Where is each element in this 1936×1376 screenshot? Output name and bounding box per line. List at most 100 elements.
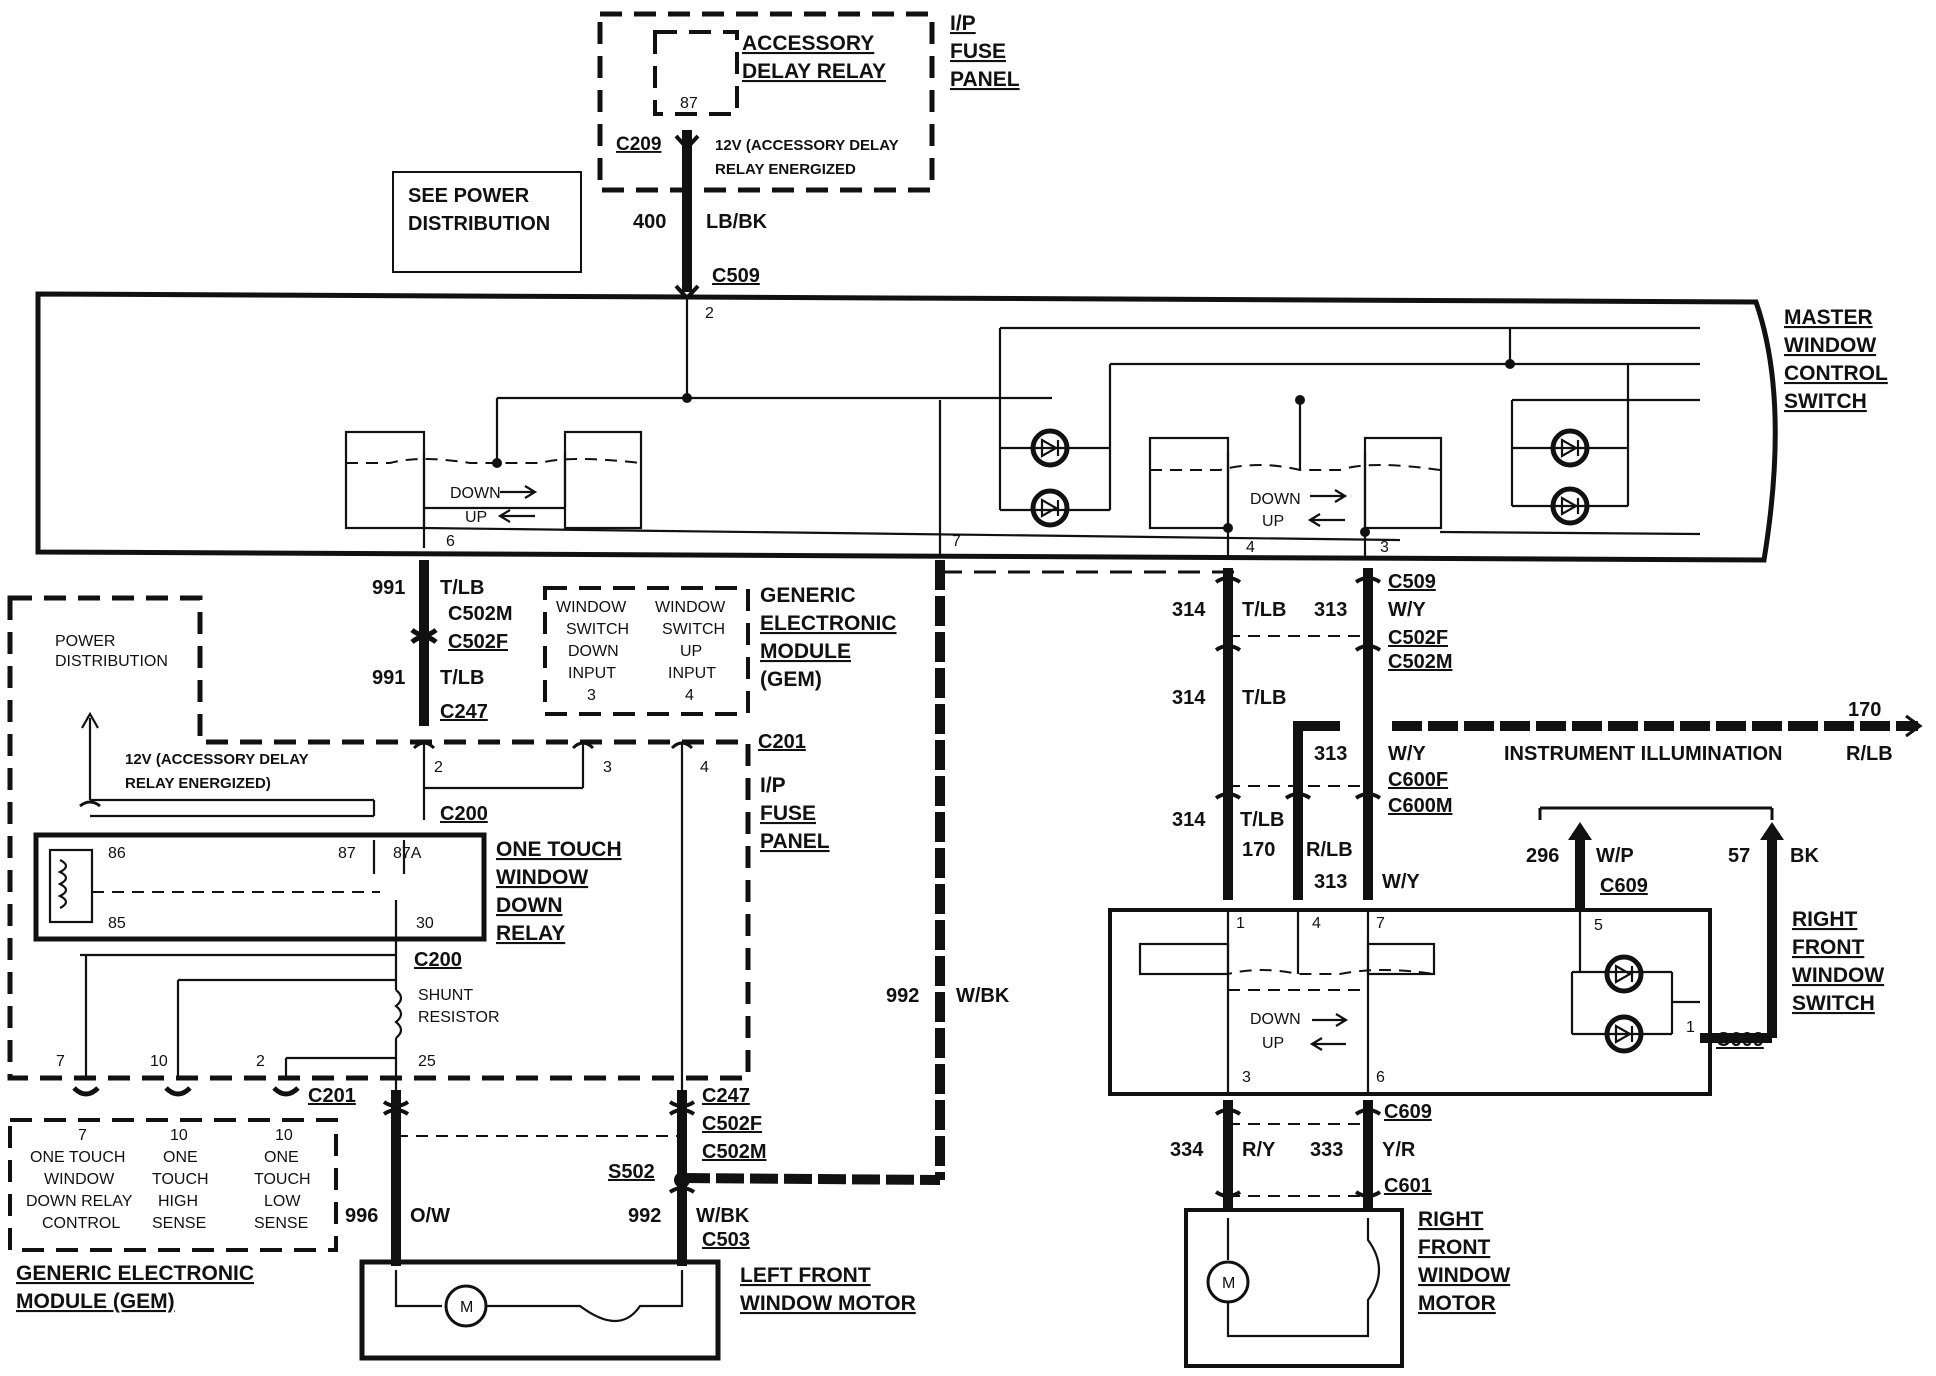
svg-text:DOWN: DOWN bbox=[1250, 491, 1301, 508]
svg-text:T/LB: T/LB bbox=[440, 577, 484, 599]
svg-text:10: 10 bbox=[150, 1053, 168, 1070]
master-window-control-switch: MASTER WINDOW CONTROL SWITCH DOWN UP 2 6 bbox=[35, 291, 1888, 563]
svg-text:ACCESSORY: ACCESSORY bbox=[742, 32, 874, 55]
svg-text:991: 991 bbox=[372, 577, 405, 599]
svg-text:GENERIC: GENERIC bbox=[760, 584, 856, 607]
svg-text:SWITCH: SWITCH bbox=[1792, 992, 1875, 1015]
svg-text:MODULE (GEM): MODULE (GEM) bbox=[16, 1290, 175, 1313]
svg-text:30: 30 bbox=[416, 915, 434, 932]
svg-text:DISTRIBUTION: DISTRIBUTION bbox=[408, 213, 550, 235]
svg-text:RELAY ENERGIZED: RELAY ENERGIZED bbox=[715, 161, 856, 178]
svg-text:12V (ACCESSORY DELAY: 12V (ACCESSORY DELAY bbox=[125, 751, 309, 768]
svg-text:FRONT: FRONT bbox=[1418, 1236, 1490, 1259]
svg-text:10: 10 bbox=[170, 1127, 188, 1144]
svg-text:7: 7 bbox=[56, 1053, 65, 1070]
svg-text:313: 313 bbox=[1314, 743, 1347, 765]
svg-text:C247: C247 bbox=[702, 1085, 750, 1107]
wire-991: 991 T/LB C502M C502F 991 T/LB C247 bbox=[372, 560, 512, 726]
svg-text:M: M bbox=[1222, 1275, 1235, 1292]
svg-text:C600M: C600M bbox=[1388, 795, 1452, 817]
right-switch-wires: 314 T/LB 313 W/Y C509 C502F C502M 314 T/… bbox=[1172, 568, 1452, 900]
svg-text:SENSE: SENSE bbox=[254, 1215, 308, 1232]
svg-text:PANEL: PANEL bbox=[950, 68, 1020, 91]
svg-text:85: 85 bbox=[108, 915, 126, 932]
svg-text:ONE: ONE bbox=[264, 1149, 299, 1166]
svg-text:UP: UP bbox=[680, 643, 702, 660]
svg-text:SHUNT: SHUNT bbox=[418, 987, 473, 1004]
svg-text:C201: C201 bbox=[758, 731, 806, 753]
svg-text:C509: C509 bbox=[712, 265, 760, 287]
svg-text:C502M: C502M bbox=[1388, 651, 1452, 673]
svg-text:T/LB: T/LB bbox=[1242, 599, 1286, 621]
svg-text:4: 4 bbox=[1246, 539, 1255, 556]
svg-text:C209: C209 bbox=[616, 134, 661, 155]
svg-text:ONE TOUCH: ONE TOUCH bbox=[496, 838, 622, 861]
svg-text:UP: UP bbox=[465, 509, 487, 526]
svg-text:4: 4 bbox=[685, 687, 694, 704]
svg-text:RELAY: RELAY bbox=[496, 922, 565, 945]
svg-text:MASTER: MASTER bbox=[1784, 306, 1873, 329]
svg-text:DOWN: DOWN bbox=[568, 643, 619, 660]
svg-text:LB/BK: LB/BK bbox=[706, 211, 768, 233]
svg-text:T/LB: T/LB bbox=[1242, 687, 1286, 709]
accessory-delay-relay-panel: ACCESSORY DELAY RELAY 87 C209 12V (ACCES… bbox=[597, 11, 1020, 193]
svg-text:4: 4 bbox=[1312, 915, 1321, 932]
svg-text:334: 334 bbox=[1170, 1139, 1204, 1161]
wire-992: 992 W/BK bbox=[886, 560, 1240, 1180]
svg-text:6: 6 bbox=[1376, 1069, 1385, 1086]
instrument-illumination-wire: 170 INSTRUMENT ILLUMINATION R/LB bbox=[1392, 699, 1923, 765]
svg-text:TOUCH: TOUCH bbox=[152, 1171, 209, 1188]
svg-text:FUSE: FUSE bbox=[950, 40, 1006, 63]
svg-text:314: 314 bbox=[1172, 687, 1206, 709]
right-front-window-switch: 296 W/P C609 57 BK DOWN UP 1 4 7 5 1 3 6… bbox=[1108, 806, 1884, 1096]
svg-text:C502F: C502F bbox=[1388, 627, 1448, 649]
svg-text:INSTRUMENT ILLUMINATION: INSTRUMENT ILLUMINATION bbox=[1504, 743, 1783, 765]
svg-text:3: 3 bbox=[1380, 539, 1389, 556]
svg-text:6: 6 bbox=[446, 533, 455, 550]
svg-text:C601: C601 bbox=[1384, 1175, 1432, 1197]
svg-text:C200: C200 bbox=[414, 949, 462, 971]
svg-text:C200: C200 bbox=[440, 803, 488, 825]
svg-text:W/BK: W/BK bbox=[696, 1205, 750, 1227]
svg-text:R/LB: R/LB bbox=[1306, 839, 1353, 861]
svg-text:RELAY ENERGIZED): RELAY ENERGIZED) bbox=[125, 775, 271, 792]
svg-text:3: 3 bbox=[1242, 1069, 1251, 1086]
svg-text:2: 2 bbox=[256, 1053, 265, 1070]
svg-text:UP: UP bbox=[1262, 1035, 1284, 1052]
svg-text:WINDOW: WINDOW bbox=[655, 599, 726, 616]
shunt-resistor-block: C200 SHUNT RESISTOR 7 10 2 25 C201 bbox=[56, 949, 500, 1107]
svg-text:CONTROL: CONTROL bbox=[42, 1215, 120, 1232]
svg-text:WINDOW MOTOR: WINDOW MOTOR bbox=[740, 1292, 916, 1315]
svg-text:57: 57 bbox=[1728, 845, 1750, 867]
svg-text:RIGHT: RIGHT bbox=[1418, 1208, 1484, 1231]
svg-text:TOUCH: TOUCH bbox=[254, 1171, 311, 1188]
svg-text:ELECTRONIC: ELECTRONIC bbox=[760, 612, 897, 635]
svg-text:T/LB: T/LB bbox=[440, 667, 484, 689]
svg-text:I/P: I/P bbox=[950, 12, 976, 35]
svg-text:WINDOW: WINDOW bbox=[1418, 1264, 1510, 1287]
svg-text:170: 170 bbox=[1848, 699, 1881, 721]
svg-text:S502: S502 bbox=[608, 1161, 655, 1183]
svg-text:992: 992 bbox=[628, 1205, 661, 1227]
svg-text:170: 170 bbox=[1242, 839, 1275, 861]
svg-text:25: 25 bbox=[418, 1053, 436, 1070]
svg-text:SENSE: SENSE bbox=[152, 1215, 206, 1232]
svg-text:2: 2 bbox=[705, 305, 714, 322]
svg-text:RESISTOR: RESISTOR bbox=[418, 1009, 500, 1026]
svg-text:10: 10 bbox=[275, 1127, 293, 1144]
svg-text:LEFT FRONT: LEFT FRONT bbox=[740, 1264, 871, 1287]
svg-text:DOWN: DOWN bbox=[450, 485, 501, 502]
svg-text:DISTRIBUTION: DISTRIBUTION bbox=[55, 653, 168, 670]
svg-text:7: 7 bbox=[1376, 915, 1385, 932]
left-front-window-motor-circuit: C247 C502F C502M S502 996 O/W 992 W/BK C… bbox=[345, 1085, 941, 1361]
svg-text:WINDOW: WINDOW bbox=[1792, 964, 1884, 987]
svg-text:(GEM): (GEM) bbox=[760, 668, 822, 691]
svg-text:5: 5 bbox=[1594, 917, 1603, 934]
svg-text:2: 2 bbox=[434, 759, 443, 776]
svg-text:ONE: ONE bbox=[163, 1149, 198, 1166]
see-power-distribution-box: SEE POWER DISTRIBUTION bbox=[392, 171, 582, 273]
gem-one-touch-box: 7 ONE TOUCH WINDOW DOWN RELAY CONTROL 10… bbox=[8, 1118, 338, 1313]
svg-text:DOWN: DOWN bbox=[496, 894, 563, 917]
right-front-window-motor-circuit: C609 334 R/Y 333 Y/R C601 M RIGHT FRONT … bbox=[1170, 1100, 1510, 1368]
svg-text:BK: BK bbox=[1790, 845, 1819, 867]
